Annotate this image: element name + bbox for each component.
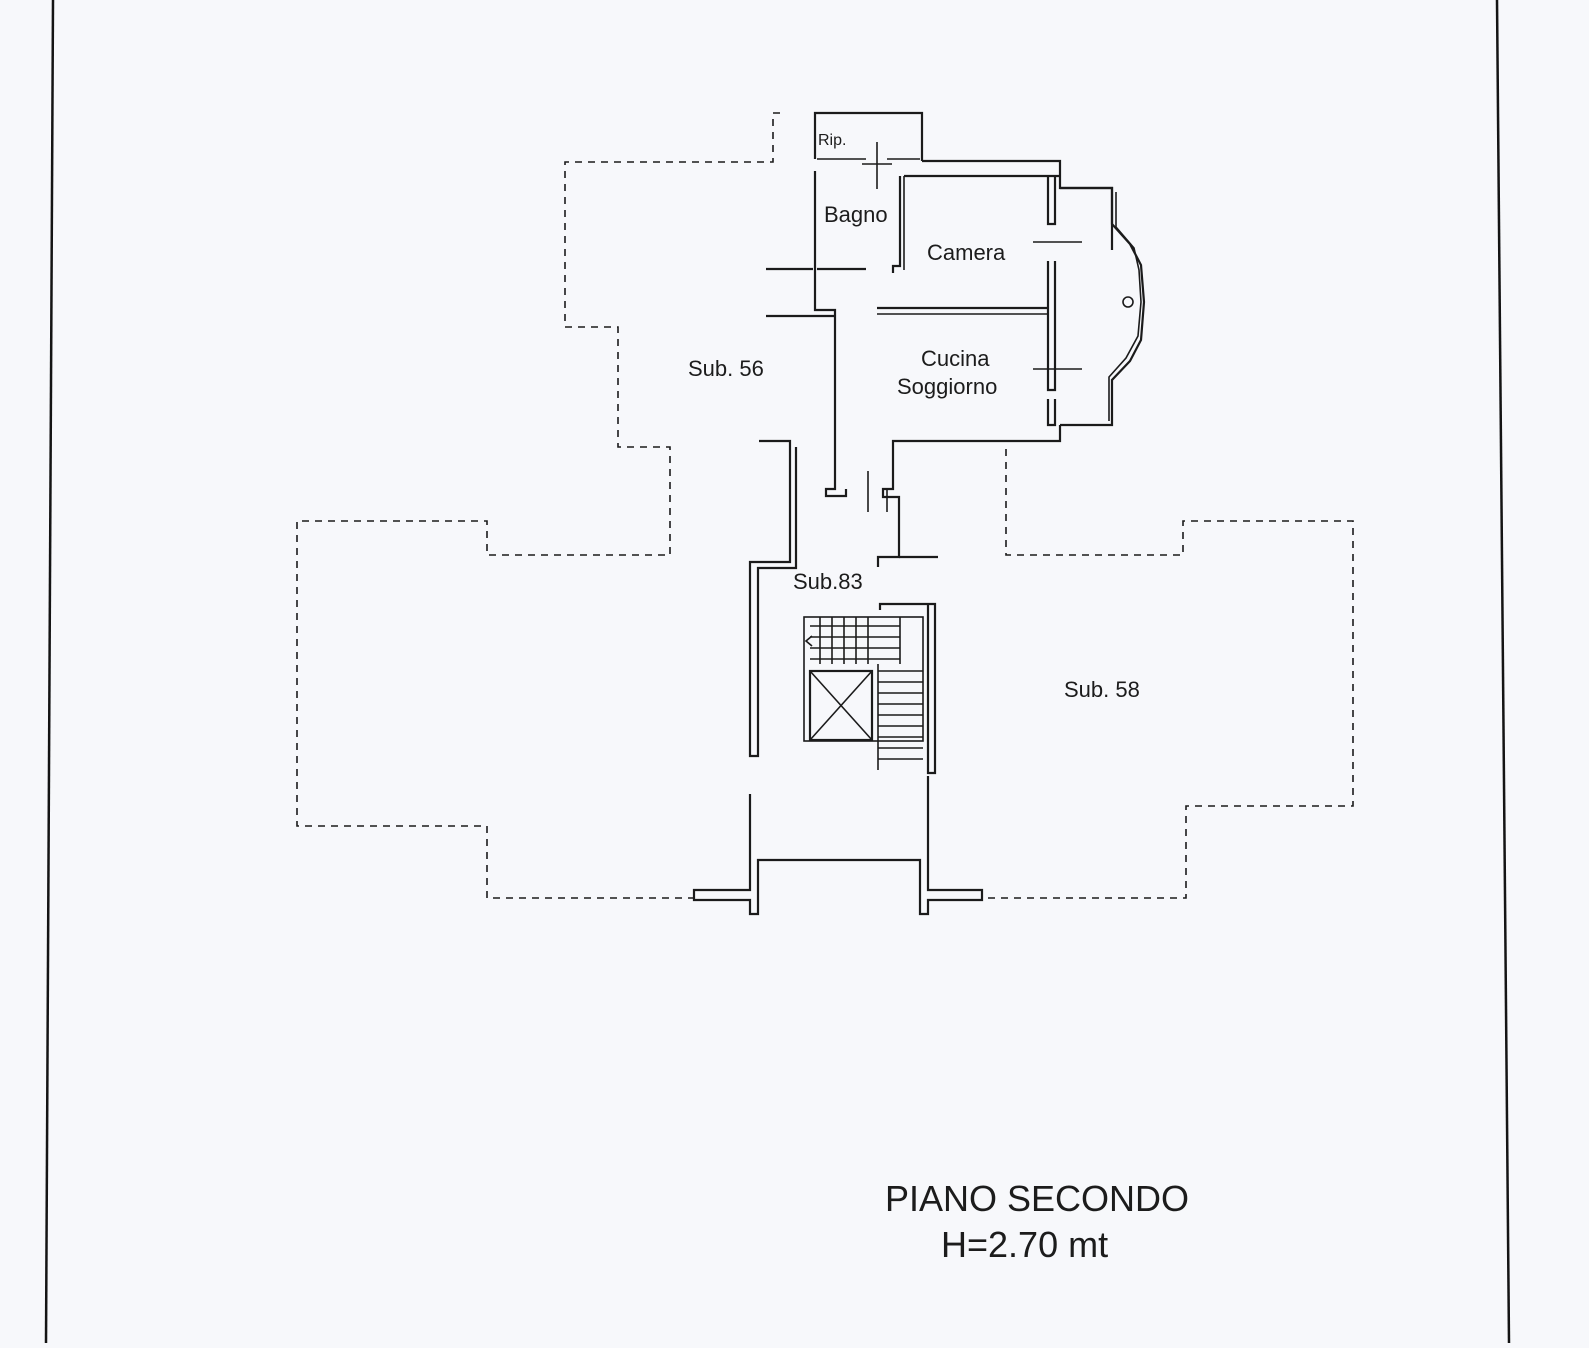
room-label-cucina: Cucina [921, 346, 990, 371]
apartment-walls [692, 111, 1146, 916]
unit-label-sub83: Sub.83 [793, 569, 863, 594]
room-label-camera: Camera [927, 240, 1006, 265]
unit-label-sub56: Sub. 56 [688, 356, 764, 381]
room-label-rip: Rip. [818, 132, 846, 149]
floor-title: PIANO SECONDO [885, 1178, 1189, 1219]
room-label-soggiorno: Soggiorno [897, 374, 997, 399]
sub58-outline [983, 449, 1354, 899]
sheet-border-right [1495, 0, 1511, 1344]
sheet-border-left [44, 0, 55, 1344]
stairs-and-lift [803, 616, 924, 770]
unit-label-sub58: Sub. 58 [1064, 677, 1140, 702]
room-label-bagno: Bagno [824, 202, 888, 227]
floor-height: H=2.70 mt [941, 1224, 1108, 1265]
sub56-outline [296, 112, 780, 899]
